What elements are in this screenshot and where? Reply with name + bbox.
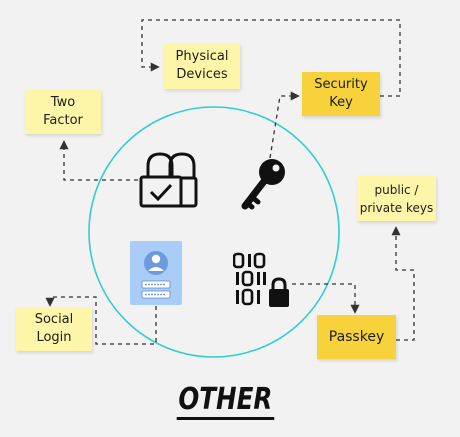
connector-binary-lock-to-passkey [292, 283, 360, 314]
binary-lock-icon [233, 252, 289, 307]
note-physical-devices[interactable]: Physical Devices [164, 43, 240, 89]
note-passkey[interactable]: Passkey [317, 315, 396, 359]
page-title: OTHER [150, 382, 300, 420]
note-physical-devices-label: Physical Devices [175, 49, 229, 82]
note-passkey-label: Passkey [328, 329, 385, 345]
key-icon [241, 159, 285, 210]
center-circle [88, 106, 340, 358]
note-two-factor[interactable]: Two Factor [25, 90, 101, 134]
padlocks-icon [139, 152, 198, 208]
connector-security-key-to-physical-devices [141, 19, 401, 97]
note-public-private-keys[interactable]: public / private keys [357, 176, 436, 221]
note-security-key[interactable]: Security Key [302, 72, 380, 116]
note-two-factor-label: Two Factor [43, 95, 83, 128]
note-social-login[interactable]: Social Login [16, 307, 92, 351]
note-security-key-label: Security Key [314, 77, 368, 110]
profile-card-icon [130, 241, 182, 305]
note-social-login-label: Social Login [34, 312, 74, 345]
note-public-private-keys-label: public / private keys [359, 182, 434, 215]
connector-padlocks-to-two-factor [59, 140, 138, 181]
connector-passkey-to-public-private-keys [391, 226, 415, 341]
connector-key-to-security-key [269, 91, 300, 159]
connector-profile-to-social-login [45, 296, 157, 345]
page-title-text: OTHER [176, 383, 274, 420]
